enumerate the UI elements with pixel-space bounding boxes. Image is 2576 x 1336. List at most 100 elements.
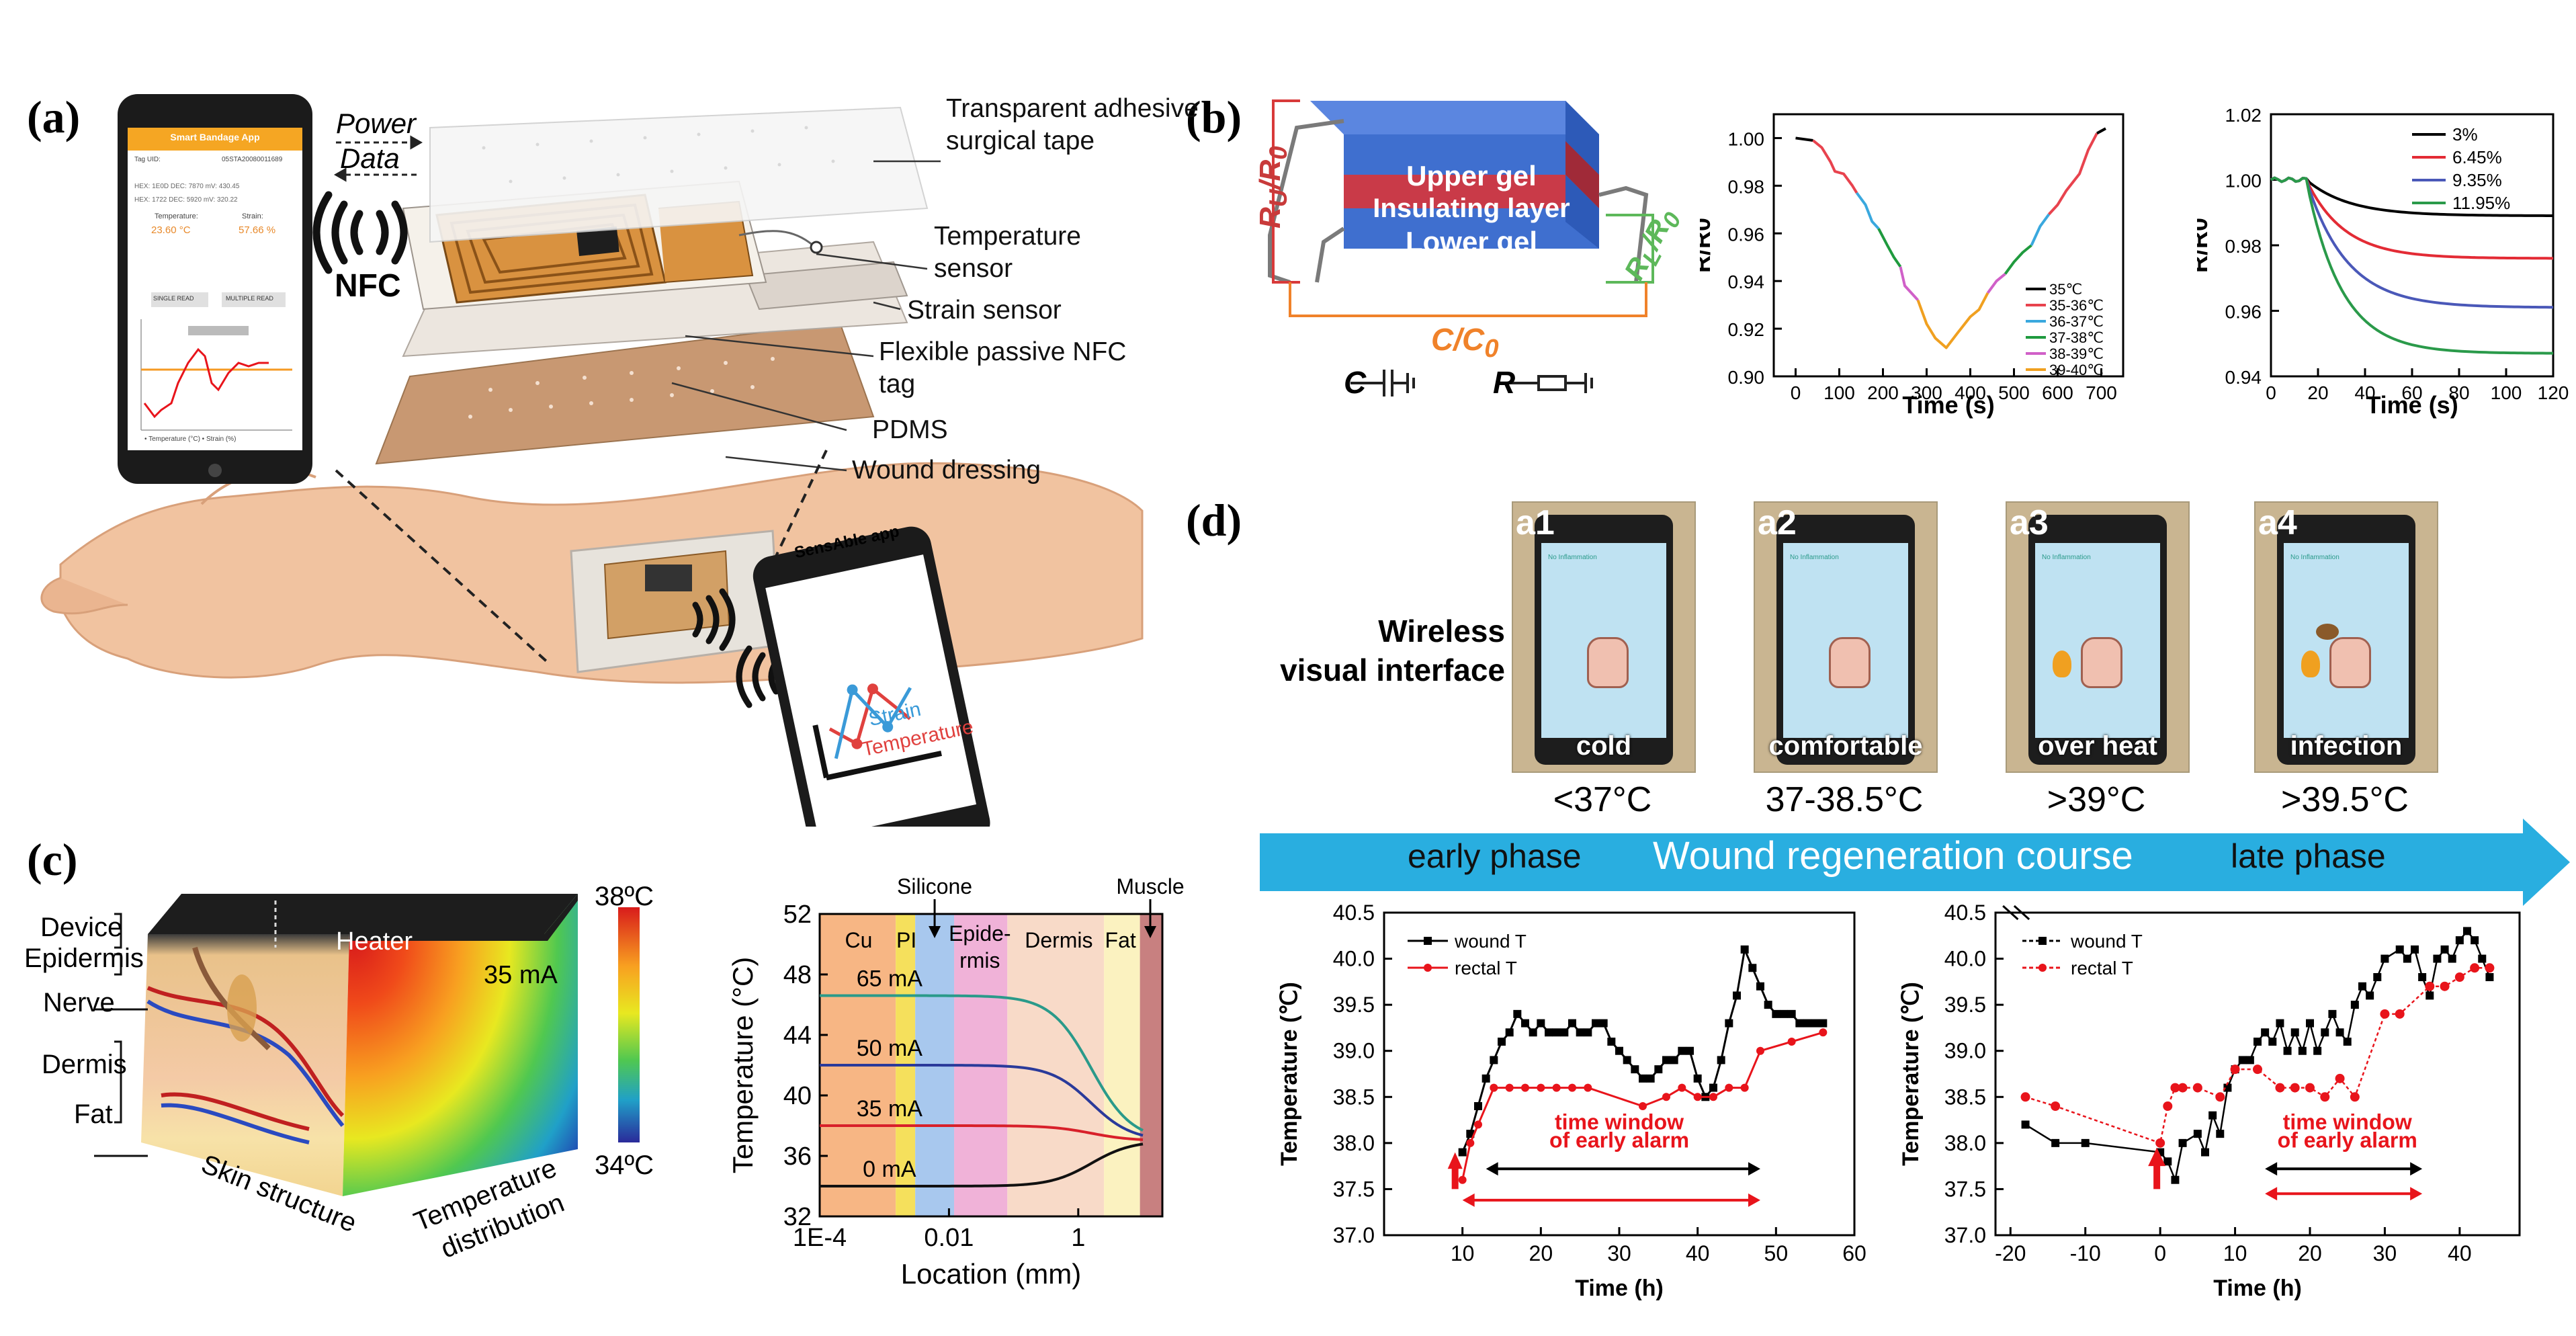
- series-point: [1725, 1019, 1733, 1028]
- annotation-arrowhead: [929, 926, 941, 938]
- series-point: [2253, 1064, 2262, 1075]
- phone-row-hex2: HEX: 1722 DEC: 5920 mV: 320.22: [134, 196, 238, 204]
- series-point: [1693, 1093, 1702, 1101]
- y-axis-label: R/R0: [2197, 218, 2213, 273]
- series-point: [2021, 1120, 2030, 1129]
- series-point: [1740, 1083, 1749, 1092]
- series-point: [1490, 1083, 1498, 1092]
- annotation-label: Silicone: [897, 874, 972, 899]
- series-line: [2004, 244, 2032, 275]
- y-tick-label: 0.92: [1728, 319, 1765, 340]
- series-point: [2418, 973, 2427, 981]
- temperature-colorbar: [618, 907, 640, 1142]
- series-point: [1545, 1028, 1553, 1037]
- x-tick-label: 20: [1529, 1241, 1553, 1265]
- x-tick-label: 40: [1686, 1241, 1710, 1265]
- phone-row-uid-label: Tag UID:: [134, 156, 161, 163]
- series-point: [2358, 982, 2366, 991]
- legend-label: 37-38℃: [2049, 329, 2104, 346]
- series-line: [2048, 132, 2098, 216]
- alarm-label-2: of early alarm: [1549, 1128, 1689, 1153]
- series-line: [2270, 176, 2554, 260]
- series-point: [2192, 1083, 2202, 1093]
- series-line: [2270, 176, 2554, 217]
- panel-label-b: (b): [1186, 91, 1242, 142]
- tile-range-label: <37°C: [1553, 780, 1652, 819]
- series-point: [1568, 1083, 1576, 1092]
- y-tick-label: 0.94: [2225, 367, 2262, 388]
- tile-id: a3: [2010, 503, 2049, 542]
- panel-label-c: (c): [27, 834, 78, 885]
- callout-pdms: PDMS: [872, 415, 948, 444]
- legend-marker: [1424, 964, 1432, 972]
- skin-cube-illustration: [94, 894, 640, 1196]
- legend-label: 9.35%: [2452, 170, 2502, 190]
- legend-label: 11.95%: [2452, 193, 2510, 213]
- legend-label: 3%: [2452, 124, 2478, 144]
- series-point: [1474, 1120, 1482, 1129]
- series-point: [2335, 1073, 2345, 1083]
- y-tick-label: 37.0: [1333, 1223, 1375, 1247]
- legend-label: rectal T: [2071, 958, 2133, 978]
- x-axis-label: Time (h): [1575, 1276, 1664, 1301]
- y-tick-label: 40: [783, 1082, 812, 1110]
- series-point: [2051, 1138, 2060, 1147]
- y-tick-label: 38.5: [1944, 1085, 1986, 1109]
- series-point: [1607, 1038, 1616, 1046]
- series-point: [1552, 1028, 1561, 1037]
- y-tick-label: 32: [783, 1203, 812, 1231]
- tile-id: a4: [2258, 503, 2297, 542]
- x-tick-label: 200: [1867, 382, 1899, 403]
- resistor-symbol: [1505, 373, 1593, 393]
- current-35ma-label: 35 mA: [484, 961, 558, 989]
- legend-label: rectal T: [1455, 958, 1517, 978]
- layer-brackets: [94, 913, 148, 1157]
- series-line: [2270, 176, 2554, 309]
- series-point: [2261, 1028, 2270, 1037]
- series-point: [2395, 1009, 2405, 1019]
- phone-status-text: No Inflammation: [2290, 554, 2339, 561]
- series-point: [2268, 1038, 2277, 1046]
- callout-nfc-1: Flexible passive NFC: [879, 337, 1127, 366]
- series-point: [2335, 1028, 2344, 1037]
- alarm-label-2: of early alarm: [2278, 1128, 2417, 1153]
- series-line: [1877, 228, 1902, 268]
- series-label: 65 mA: [857, 966, 923, 992]
- series-point: [2328, 1009, 2337, 1018]
- series-point: [2170, 1083, 2180, 1093]
- series-point: [1560, 1028, 1569, 1037]
- series-point: [2020, 1092, 2030, 1102]
- series-point: [1521, 1019, 1529, 1028]
- series-point: [2193, 1130, 2202, 1138]
- gel-stack: [1310, 101, 1599, 249]
- full-window-arrow-head: [1748, 1193, 1760, 1207]
- layer-dermis: Dermis: [42, 1050, 127, 1079]
- series-point: [2230, 1064, 2240, 1075]
- x-tick-label: 40: [2448, 1241, 2472, 1265]
- phone-temp-label: Temperature:: [155, 212, 198, 220]
- series-point: [2171, 1175, 2180, 1184]
- arrow-wound-regeneration: Wound regeneration course: [1653, 834, 2133, 878]
- series-point: [2380, 1009, 2390, 1019]
- multiple-read-button[interactable]: [222, 292, 286, 307]
- y-tick-label: 52: [783, 901, 812, 929]
- layer-epidermis: Epidermis: [24, 944, 144, 973]
- single-read-button[interactable]: [151, 292, 208, 307]
- legend-label: 35℃: [2049, 281, 2082, 298]
- series-point: [1787, 1038, 1796, 1046]
- layer-label: PI: [896, 928, 916, 952]
- y-tick-label: 37.0: [1944, 1223, 1986, 1247]
- x-tick-label: -20: [1995, 1241, 2026, 1265]
- series-line: [2024, 930, 2491, 1181]
- series-point: [1505, 1028, 1514, 1037]
- series-point: [2283, 1046, 2292, 1055]
- y-tick-label: 1.00: [1728, 128, 1765, 149]
- series-point: [2253, 1038, 2262, 1046]
- callout-tape-2: surgical tape: [946, 126, 1095, 155]
- series-point: [1733, 991, 1741, 1000]
- series-point: [2463, 927, 2471, 935]
- layer-label: Cu: [845, 928, 872, 952]
- x-tick-label: 60: [2401, 382, 2422, 403]
